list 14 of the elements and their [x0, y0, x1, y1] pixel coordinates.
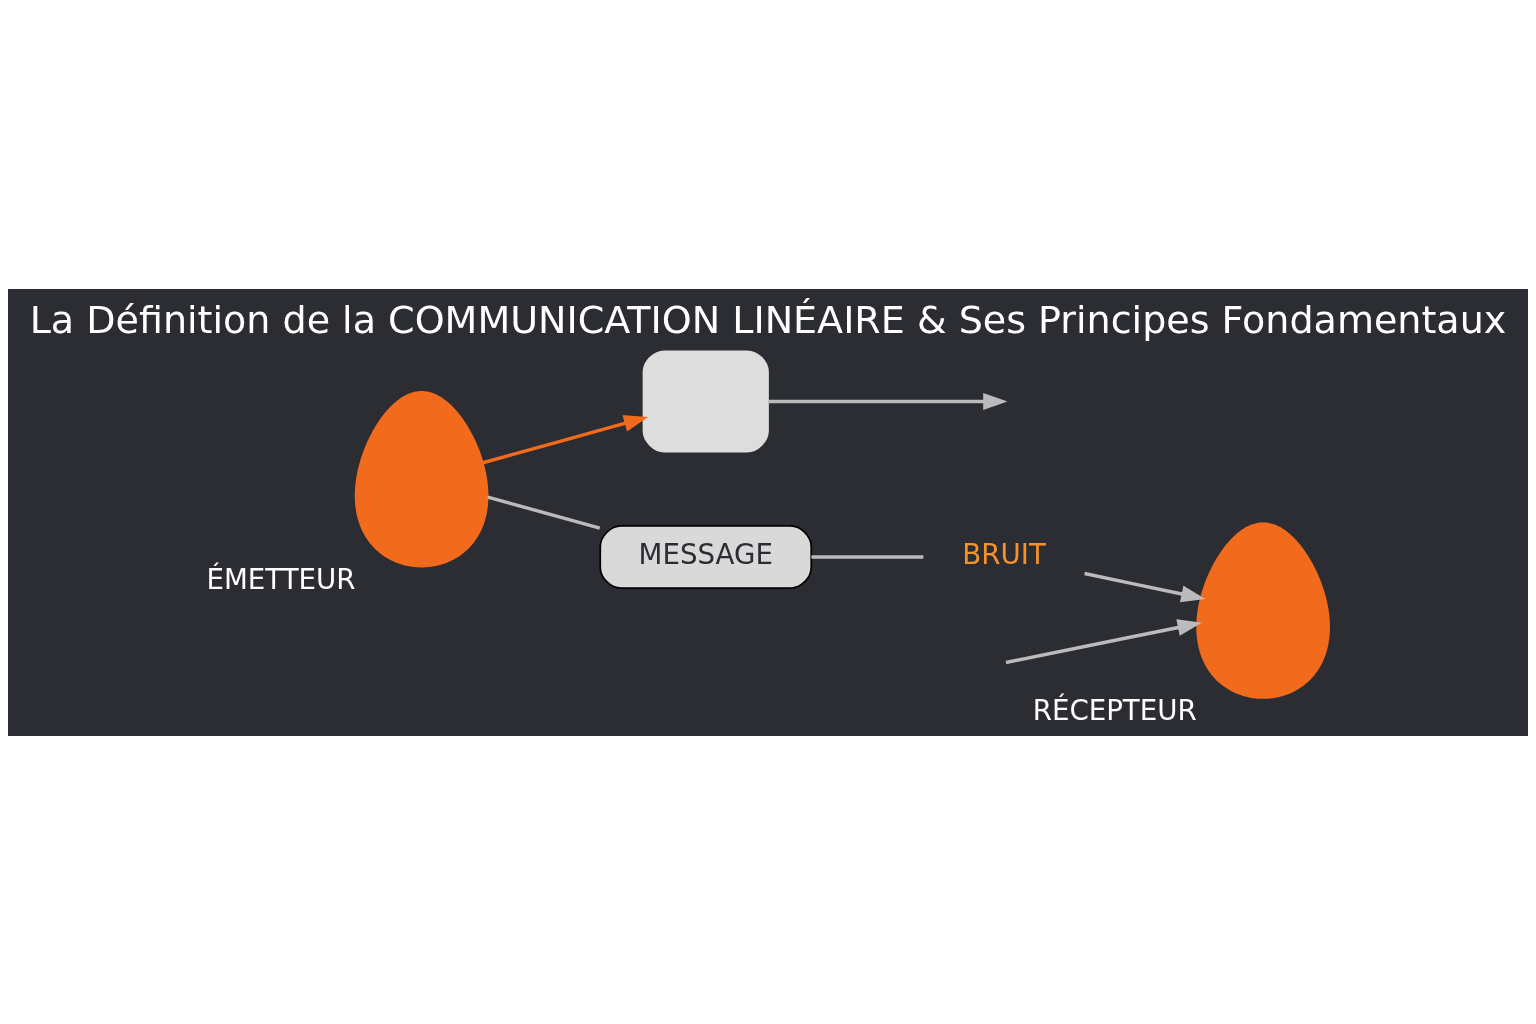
node-label: RÉCEPTEUR: [1032, 693, 1197, 727]
arrow: [768, 392, 1008, 410]
arrow: [482, 414, 649, 464]
connector: [487, 494, 601, 530]
diagram-title: La Définition de la COMMUNICATION LINÉAIRE & Ses Principes Fondamentaux: [29, 297, 1507, 342]
node-person: [354, 390, 489, 567]
node-text: BRUIT: [962, 537, 1046, 571]
connector: [811, 554, 924, 559]
node-box: [642, 349, 769, 452]
arrow: [1084, 571, 1206, 602]
node-label: ÉMETTEUR: [206, 562, 356, 596]
arrow: [1005, 618, 1202, 664]
node-box: MESSAGE: [599, 524, 813, 589]
node-person: [1196, 521, 1330, 699]
